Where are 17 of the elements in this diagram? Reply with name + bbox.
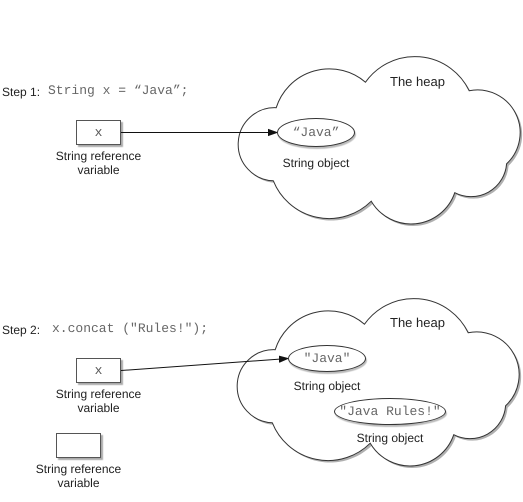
variable-box: x [76,120,121,145]
reference-arrow [120,128,278,136]
object-caption: String object [282,156,350,170]
variable-caption: String reference variable [54,149,142,177]
variable-caption: String reference variable [34,462,122,490]
heap-label: The heap [390,316,445,330]
variable-box: x [76,358,121,383]
variable-caption: String reference variable [54,387,142,415]
variable-box [56,433,101,458]
step-label: Step 1: [2,85,40,99]
heap-label: The heap [390,75,445,89]
step-label: Step 2: [2,323,40,337]
reference-arrow [120,356,288,371]
object-caption: String object [294,379,360,393]
code-statement: String x = “Java”; [48,84,188,98]
object-caption: String object [356,431,424,445]
code-statement: x.concat ("Rules!"); [52,322,208,336]
